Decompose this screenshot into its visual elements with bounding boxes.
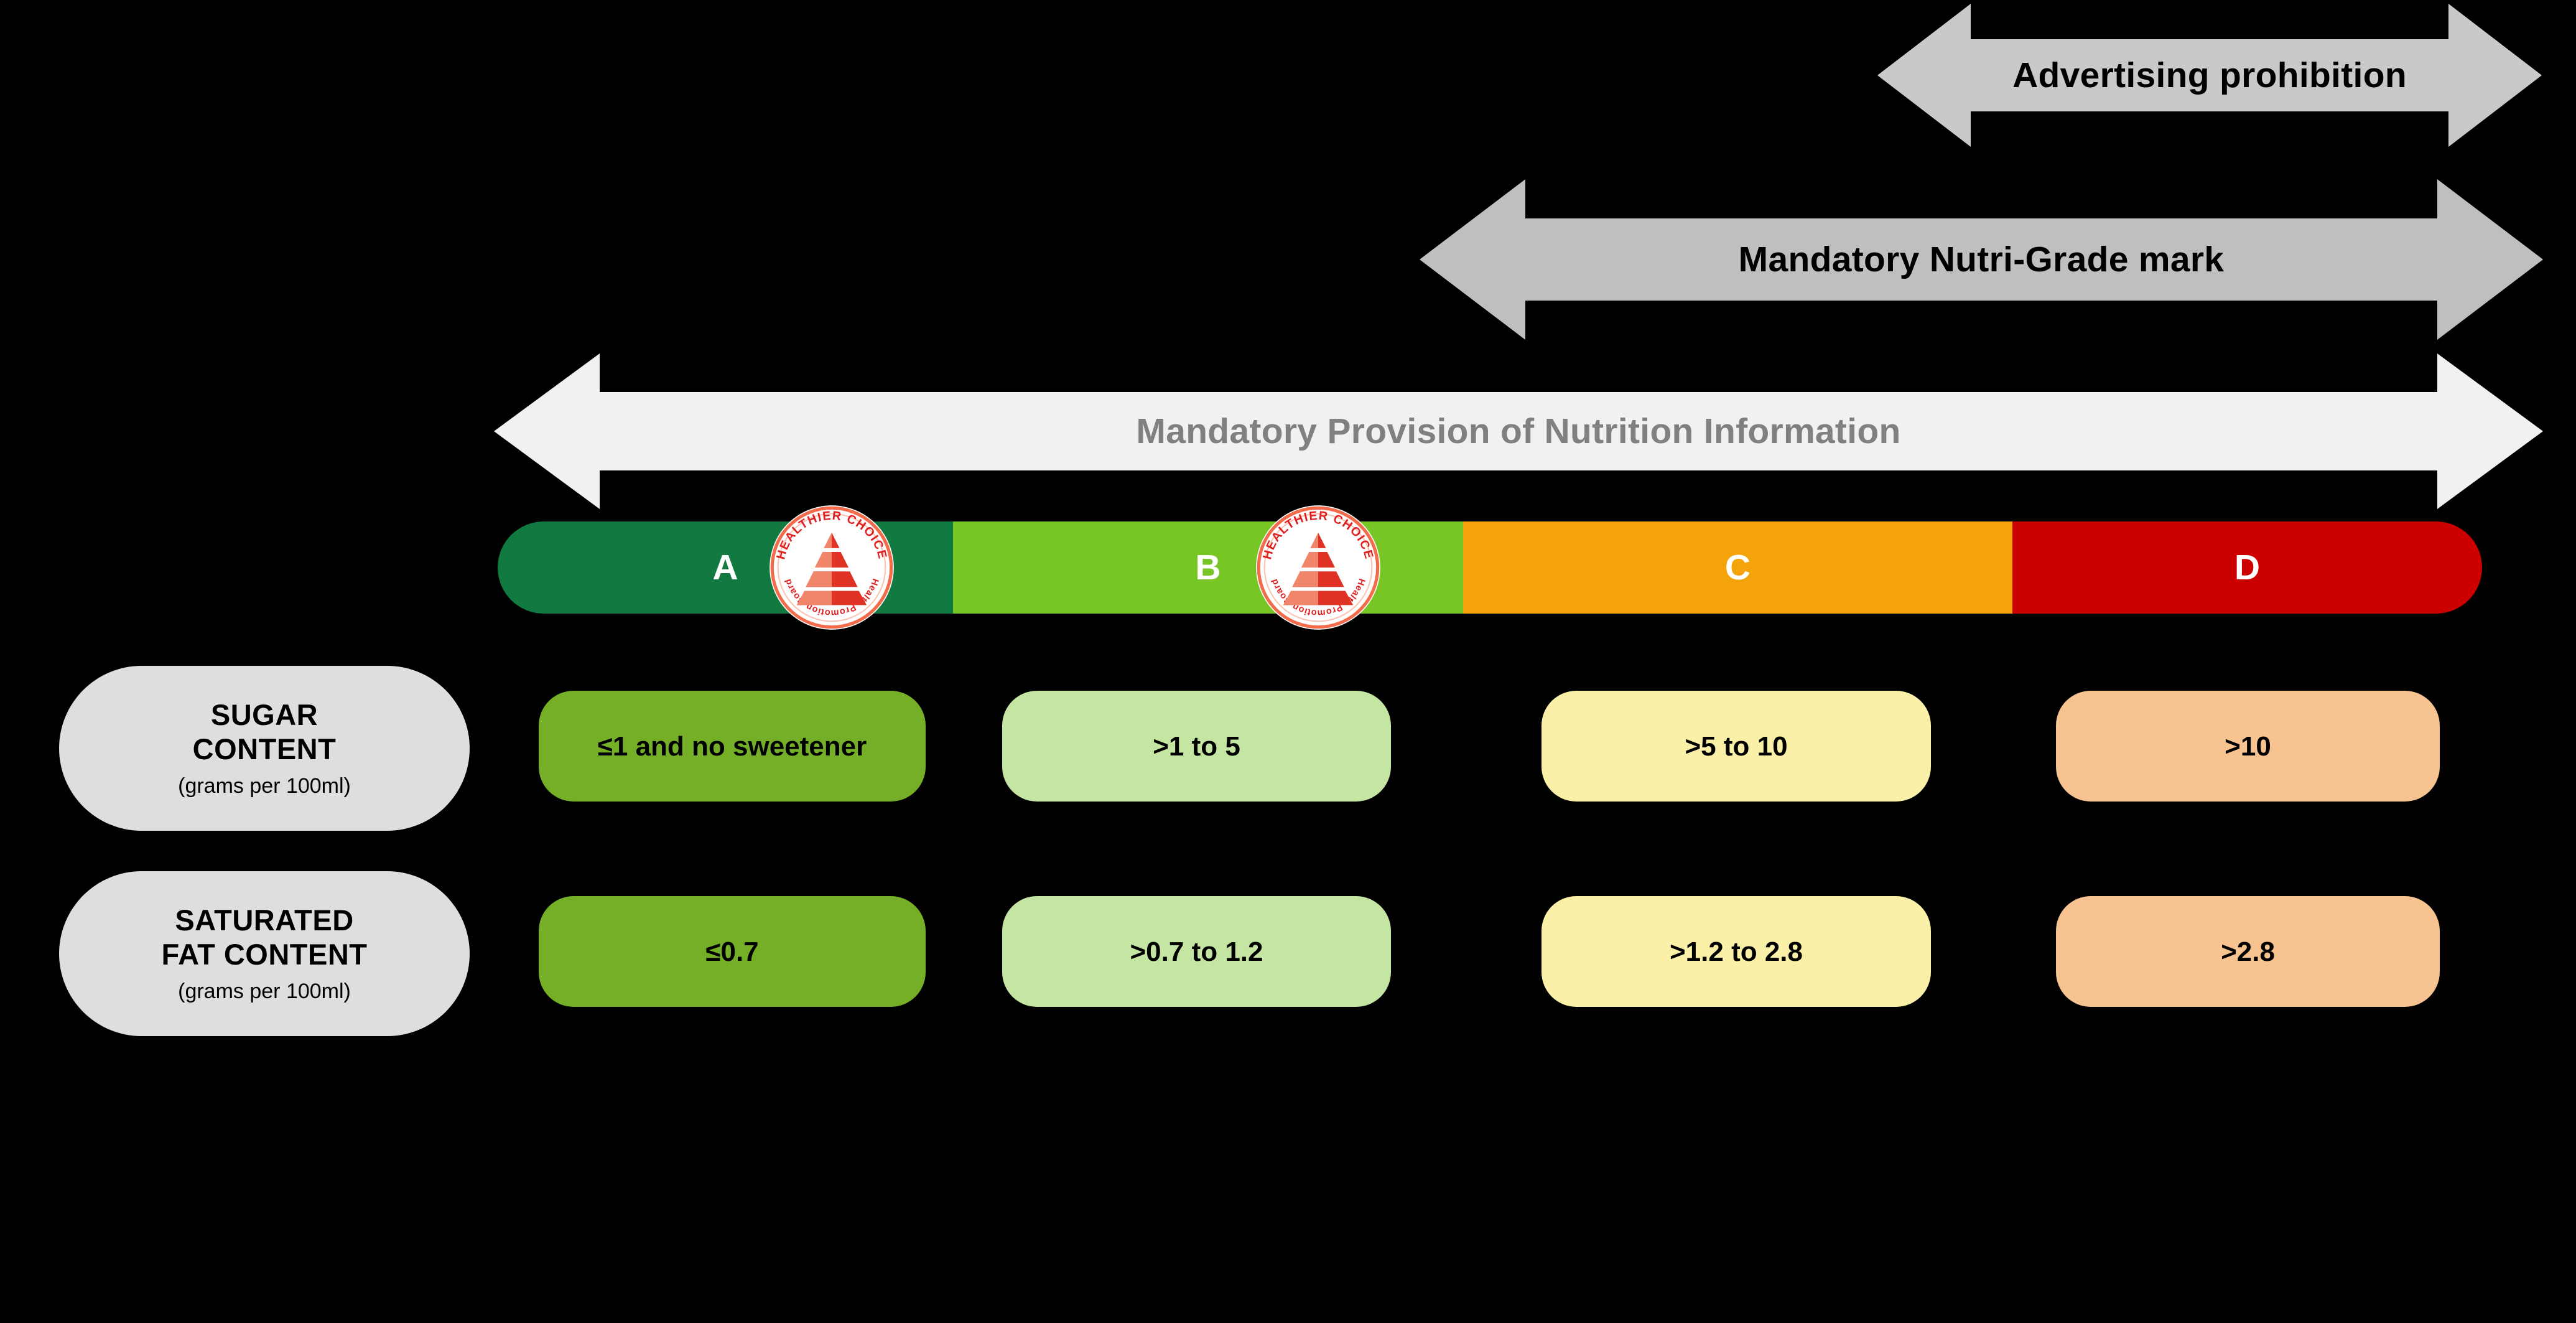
row-label-fat-unit: (grams per 100ml) — [178, 979, 351, 1003]
cell-value-fat-c: >1.2 to 2.8 — [1669, 936, 1803, 967]
healthier-choice-symbol-icon-b: HEALTHIER CHOICE Health Promotion Board — [1253, 503, 1383, 632]
cell-value-fat-b: >0.7 to 1.2 — [1130, 936, 1263, 967]
row-label-sugar-line2: CONTENT — [192, 732, 337, 765]
double-arrow-shape-icon — [494, 353, 2543, 509]
measure-arrow-advertising-prohibition: Advertising prohibition — [1877, 4, 2542, 147]
cell-value-fat-d: >2.8 — [2221, 936, 2275, 967]
row-label-fat-line2: FAT CONTENT — [161, 938, 368, 971]
cell-fat-grade-a: ≤0.7 — [539, 896, 926, 1007]
grade-segment-c: C — [1463, 521, 2012, 614]
measure-arrow-nutri-grade-mark: Mandatory Nutri-Grade mark — [1420, 179, 2543, 340]
double-arrow-shape-icon — [1420, 179, 2543, 340]
healthier-choice-symbol-icon-a: HEALTHIER CHOICE Health Promotion Board — [767, 503, 896, 632]
cell-sugar-grade-b: >1 to 5 — [1002, 691, 1391, 802]
cell-value-sugar-a: ≤1 and no sweetener — [597, 731, 867, 762]
measure-label-advertising-prohibition: Advertising prohibition — [2012, 55, 2407, 95]
row-label-saturated-fat-content: SATURATED FAT CONTENT (grams per 100ml) — [59, 871, 470, 1036]
cell-sugar-grade-a: ≤1 and no sweetener — [539, 691, 926, 802]
cell-fat-grade-d: >2.8 — [2056, 896, 2440, 1007]
row-label-sugar-content: SUGAR CONTENT (grams per 100ml) — [59, 666, 470, 831]
grade-letter-c: C — [1724, 548, 1751, 587]
measure-label-nutri-grade-mark: Mandatory Nutri-Grade mark — [1738, 240, 2225, 279]
grade-segment-b: B — [953, 521, 1463, 614]
measure-arrow-nutrition-information: Mandatory Provision of Nutrition Informa… — [494, 353, 2543, 509]
cell-value-sugar-c: >5 to 10 — [1685, 731, 1788, 762]
cell-value-sugar-d: >10 — [2225, 731, 2271, 762]
cell-fat-grade-c: >1.2 to 2.8 — [1541, 896, 1931, 1007]
cell-sugar-grade-d: >10 — [2056, 691, 2440, 802]
grade-segment-d: D — [2012, 521, 2482, 614]
row-label-sugar-line1: SUGAR — [210, 698, 319, 732]
double-arrow-shape-icon — [1877, 4, 2542, 147]
cell-sugar-grade-c: >5 to 10 — [1541, 691, 1931, 802]
row-label-sugar-unit: (grams per 100ml) — [178, 774, 351, 798]
grade-letter-d: D — [2234, 548, 2261, 587]
row-label-fat-line1: SATURATED — [175, 904, 354, 937]
cell-fat-grade-b: >0.7 to 1.2 — [1002, 896, 1391, 1007]
grade-letter-b: B — [1195, 548, 1221, 587]
cell-value-sugar-b: >1 to 5 — [1153, 731, 1240, 762]
measure-label-nutrition-information: Mandatory Provision of Nutrition Informa… — [1136, 411, 1901, 451]
grade-letter-a: A — [712, 548, 738, 587]
cell-value-fat-a: ≤0.7 — [705, 936, 759, 967]
